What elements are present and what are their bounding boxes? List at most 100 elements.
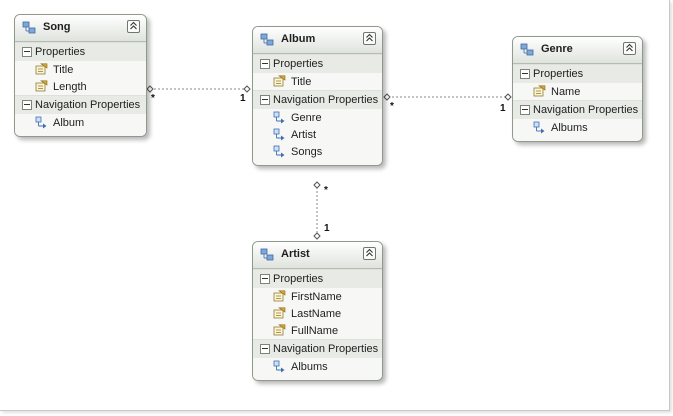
- entity-title: Genre: [541, 43, 573, 55]
- song-album-album-multiplicity: 1: [240, 93, 246, 104]
- section-label: Properties: [273, 58, 324, 70]
- item-label: Title: [291, 76, 312, 88]
- entity-header[interactable]: Song: [15, 15, 146, 42]
- collapse-minus-icon[interactable]: [260, 344, 270, 354]
- properties-section-header[interactable]: Properties: [513, 64, 642, 83]
- navigation-properties-section-header[interactable]: Navigation Properties: [253, 339, 382, 358]
- collapse-chevron-icon[interactable]: [127, 20, 140, 33]
- property-item[interactable]: LastName: [253, 305, 382, 322]
- song-album-song-multiplicity: *: [151, 93, 155, 104]
- entity-icon: [260, 33, 274, 47]
- properties-section-header[interactable]: Properties: [253, 54, 382, 73]
- entity-title: Album: [281, 33, 316, 45]
- item-label: Albums: [291, 361, 328, 373]
- property-item[interactable]: Title: [15, 61, 146, 78]
- entity-icon: [260, 248, 274, 262]
- album-artist-artist-multiplicity: 1: [324, 223, 330, 234]
- collapse-minus-icon[interactable]: [260, 274, 270, 284]
- album-end-diamond-artist: [313, 181, 321, 189]
- collapse-minus-icon[interactable]: [260, 59, 270, 69]
- entity-title: Song: [43, 21, 71, 33]
- section-label: Navigation Properties: [273, 94, 379, 106]
- entity-artist[interactable]: Artist Properties FirstName LastName Ful…: [252, 241, 383, 381]
- property-item[interactable]: Name: [513, 83, 642, 100]
- item-label: Songs: [291, 146, 323, 158]
- properties-section-header[interactable]: Properties: [15, 42, 146, 61]
- item-label: Album: [53, 117, 85, 129]
- property-icon: [273, 307, 286, 320]
- section-label: Navigation Properties: [273, 343, 379, 355]
- collapse-minus-icon[interactable]: [22, 47, 32, 57]
- item-label: Title: [53, 64, 74, 76]
- navigation-property-icon: [273, 128, 286, 141]
- navigation-property-item[interactable]: Genre: [253, 109, 382, 126]
- navigation-property-item[interactable]: Artist: [253, 126, 382, 143]
- navigation-properties-section-header[interactable]: Navigation Properties: [513, 100, 642, 119]
- entity-header[interactable]: Artist: [253, 242, 382, 269]
- entity-header[interactable]: Album: [253, 27, 382, 54]
- property-icon: [35, 80, 48, 93]
- collapse-chevron-icon[interactable]: [623, 42, 636, 55]
- album-genre-album-multiplicity: *: [390, 101, 394, 112]
- navigation-properties-section-header[interactable]: Navigation Properties: [15, 95, 146, 114]
- album-end-diamond-song: [243, 85, 251, 93]
- property-item[interactable]: FullName: [253, 322, 382, 339]
- navigation-properties-section-header[interactable]: Navigation Properties: [253, 90, 382, 109]
- property-item[interactable]: FirstName: [253, 288, 382, 305]
- navigation-property-icon: [273, 111, 286, 124]
- entity-footer: [513, 136, 642, 141]
- navigation-property-icon: [35, 116, 48, 129]
- property-icon: [533, 85, 546, 98]
- item-label: Name: [551, 86, 581, 98]
- collapse-minus-icon[interactable]: [260, 95, 270, 105]
- item-label: FullName: [291, 325, 339, 337]
- navigation-property-item[interactable]: Albums: [253, 358, 382, 375]
- item-label: Genre: [291, 112, 322, 124]
- property-icon: [273, 290, 286, 303]
- collapse-minus-icon[interactable]: [520, 69, 530, 79]
- entity-title: Artist: [281, 248, 310, 260]
- property-item[interactable]: Title: [253, 73, 382, 90]
- section-label: Properties: [533, 68, 584, 80]
- item-label: Artist: [291, 129, 317, 141]
- property-icon: [273, 324, 286, 337]
- section-label: Navigation Properties: [533, 104, 639, 116]
- navigation-property-item[interactable]: Songs: [253, 143, 382, 160]
- entity-icon: [22, 21, 36, 35]
- collapse-chevron-icon[interactable]: [363, 32, 376, 45]
- association-lines: [146, 85, 512, 240]
- entity-header[interactable]: Genre: [513, 37, 642, 64]
- item-label: FirstName: [291, 291, 342, 303]
- collapse-minus-icon[interactable]: [22, 100, 32, 110]
- section-label: Navigation Properties: [35, 99, 141, 111]
- album-artist-album-multiplicity: *: [324, 185, 328, 196]
- item-label: Albums: [551, 122, 588, 134]
- artist-end-diamond: [313, 232, 321, 240]
- navigation-property-item[interactable]: Album: [15, 114, 146, 131]
- album-end-diamond-genre: [383, 93, 391, 101]
- album-genre-genre-multiplicity: 1: [500, 103, 506, 114]
- navigation-property-item[interactable]: Albums: [513, 119, 642, 136]
- section-label: Properties: [35, 46, 86, 58]
- property-item[interactable]: Length: [15, 78, 146, 95]
- property-icon: [35, 63, 48, 76]
- entity-footer: [253, 375, 382, 380]
- navigation-property-icon: [533, 121, 546, 134]
- song-end-diamond: [146, 85, 154, 93]
- properties-section-header[interactable]: Properties: [253, 269, 382, 288]
- entity-footer: [253, 160, 382, 165]
- item-label: Length: [53, 81, 87, 93]
- collapse-minus-icon[interactable]: [520, 105, 530, 115]
- entity-icon: [520, 43, 534, 57]
- entity-footer: [15, 131, 146, 136]
- navigation-property-icon: [273, 360, 286, 373]
- navigation-property-icon: [273, 145, 286, 158]
- section-label: Properties: [273, 273, 324, 285]
- collapse-chevron-icon[interactable]: [363, 247, 376, 260]
- genre-end-diamond: [504, 93, 512, 101]
- property-icon: [273, 75, 286, 88]
